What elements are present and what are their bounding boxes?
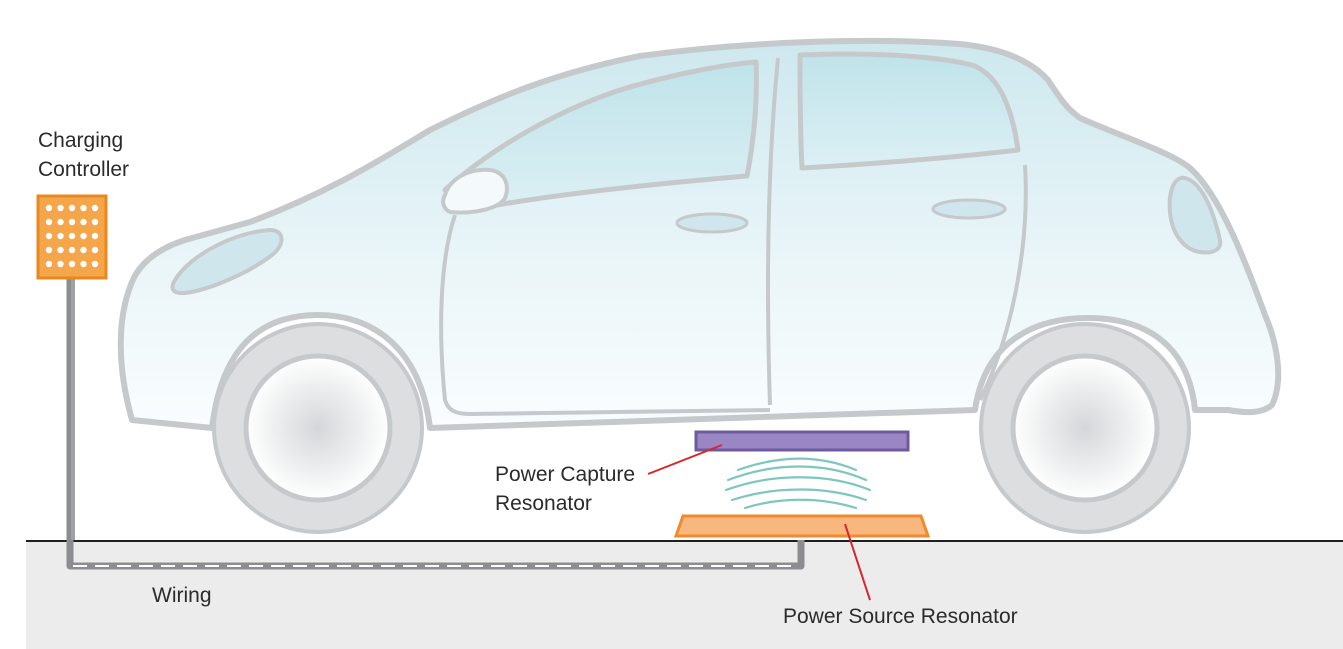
controller-grid-dot [45,204,53,212]
leader-power-capture [647,444,723,475]
energy-waves [724,457,872,510]
controller-grid-dot [68,260,76,268]
controller-grid-dot [80,218,87,226]
controller-grid-dot [80,260,87,268]
controller-grid-dot [91,218,99,226]
power-capture-label-line2: Resonator [495,492,592,515]
controller-grid-dot [91,232,99,240]
door-seam-front [978,164,1028,401]
controller-grid-dot [80,232,87,240]
side-mirror [441,167,509,215]
controller-grid-dot [68,232,76,240]
controller-grid-dot [57,260,64,268]
controller-grid-dot [80,246,87,254]
charging-controller-label-line1: Charging [38,129,124,152]
tail-light [170,227,284,296]
front-wheel [979,322,1191,534]
controller-grid-dot [91,204,99,212]
controller-grid-dot [57,218,64,226]
controller-grid [45,204,99,268]
rear-window [442,59,759,213]
leader-power-source [844,523,871,601]
wiring-label: Wiring [152,584,212,607]
charging-controller-label-line2: Controller [38,158,130,181]
head-light [1167,175,1223,255]
rear-wheel [212,322,424,534]
controller-grid-dot [57,204,64,212]
ground [26,541,1343,649]
controller-grid-dot [91,260,99,268]
power-source-resonator [673,514,931,538]
controller-grid-dot [80,204,87,212]
door-handle-rear [675,212,749,234]
controller-grid-dot [57,246,64,254]
door-seam-middle [766,57,780,406]
door-seam-rear [439,214,771,417]
controller-grid-dot [57,232,64,240]
front-window [797,51,1021,171]
power-source-label: Power Source Resonator [783,605,1018,628]
controller-grid-dot [91,246,99,254]
controller-grid-dot [45,246,53,254]
door-handle-front [931,198,1007,220]
controller-grid-dot [68,204,76,212]
controller-grid-dot [45,232,53,240]
controller-grid-dot [45,218,53,226]
controller-grid-dot [68,218,76,226]
power-capture-resonator [694,430,910,452]
controller-grid-dot [45,260,53,268]
controller-grid-dot [68,246,76,254]
power-capture-label-line1: Power Capture [495,463,636,486]
